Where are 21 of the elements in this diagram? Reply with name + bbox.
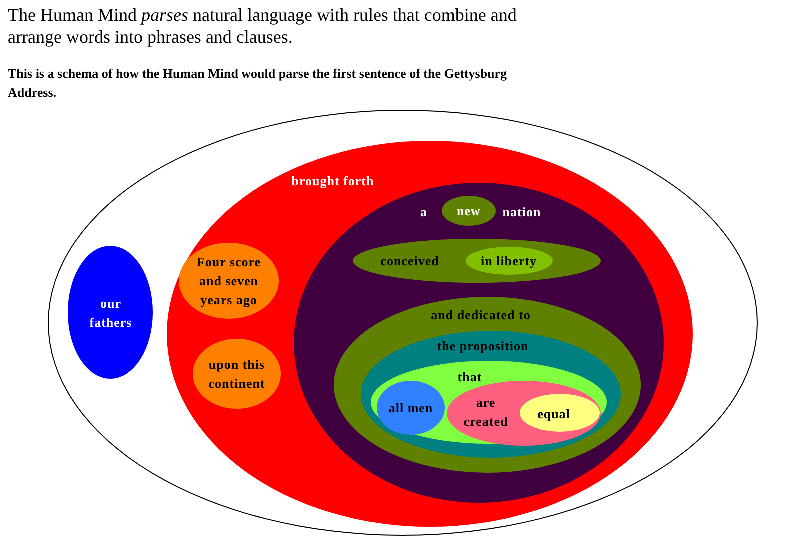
phrase-text: in liberty bbox=[480, 252, 538, 270]
phrase-text: a bbox=[420, 204, 428, 222]
phrase-ellipse bbox=[377, 381, 445, 435]
phrase-ellipse bbox=[447, 381, 601, 446]
phrase-text: brought forth bbox=[290, 172, 376, 190]
phrase-text: new bbox=[456, 202, 482, 220]
phrase-text: conceived bbox=[380, 252, 440, 270]
word-ellipse bbox=[442, 196, 496, 226]
word-ellipse bbox=[520, 394, 600, 432]
title: The Human Mind parses natural language with rules that combine and arrange words into phrases and clauses. bbox=[8, 4, 518, 48]
phrase-text: nation bbox=[502, 204, 542, 222]
phrase-text: are created bbox=[462, 394, 510, 431]
phrase-text: upon this continent bbox=[208, 356, 266, 393]
phrase-text: and dedicated to bbox=[430, 306, 532, 324]
phrase-text: Four score and seven years ago bbox=[196, 254, 262, 310]
phrase-text: the proposition bbox=[436, 338, 530, 356]
phrase-text: equal bbox=[536, 406, 572, 424]
phrase-text: our fathers bbox=[88, 295, 134, 332]
subtitle: This is a schema of how the Human Mind would parse the first sentence of the Gettysburg Address. bbox=[8, 65, 508, 102]
phrase-text: all men bbox=[388, 400, 434, 418]
phrase-text: that bbox=[456, 368, 484, 386]
